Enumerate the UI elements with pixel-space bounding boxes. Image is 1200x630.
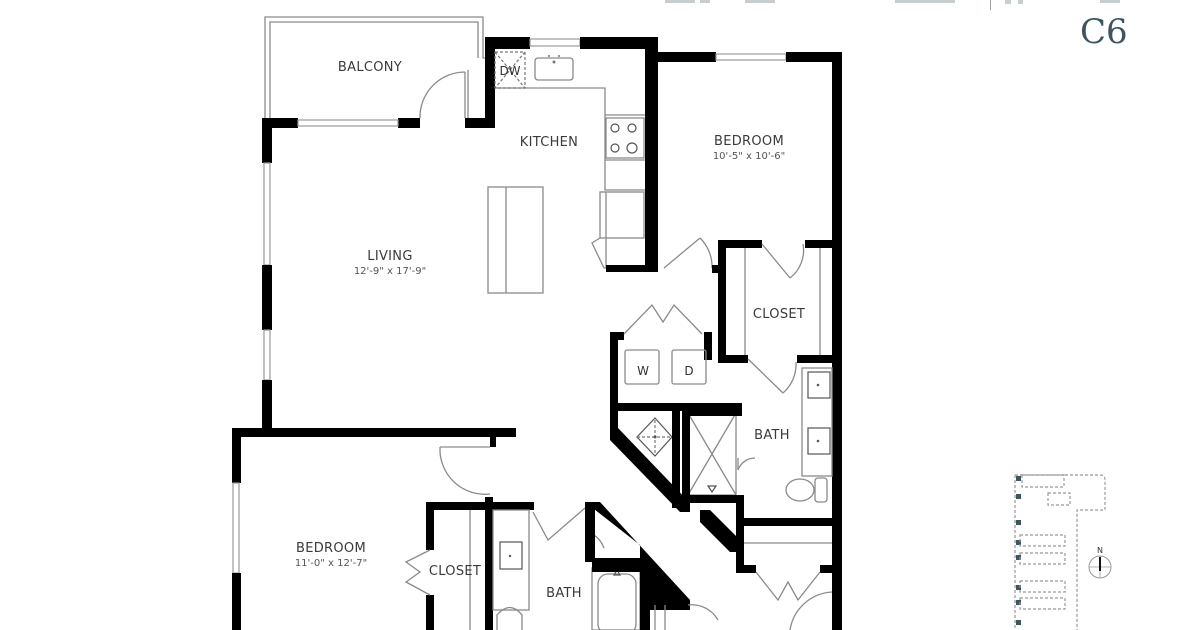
bedroom-1-room [663, 237, 842, 360]
balcony-label: BALCONY [338, 60, 402, 75]
stove-icon [605, 117, 645, 159]
living-label: LIVING [367, 249, 412, 264]
living-dimensions: 12'-9" x 17'-9" [354, 266, 426, 277]
hall-closet [700, 495, 834, 630]
compass-north-label: N [1097, 546, 1103, 555]
shower-icon [687, 412, 756, 496]
bath-1-label: BATH [754, 428, 790, 443]
header-text-fragment [665, 0, 1120, 4]
water-heater-icon [636, 417, 673, 457]
closet-1-label: CLOSET [753, 307, 805, 322]
closet-2-label: CLOSET [429, 564, 481, 579]
kitchen-sink-icon [534, 55, 574, 81]
washer-icon [624, 349, 660, 385]
kitchen-room [487, 51, 658, 294]
dryer-icon [671, 349, 707, 385]
bath-2-label: BATH [546, 586, 582, 601]
refrigerator-icon [591, 191, 645, 269]
bedroom-2-label: BEDROOM [296, 541, 366, 556]
kitchen-label: KITCHEN [520, 135, 578, 150]
exterior-walls [232, 37, 842, 630]
bedroom-1-label: BEDROOM [714, 134, 784, 149]
dryer-label: D [684, 364, 693, 378]
compass-icon: N [1088, 546, 1112, 579]
header-divider [990, 0, 991, 10]
bathtub-icon [591, 567, 641, 630]
toilet-icon [785, 477, 828, 503]
unit-code-label: C6 [1080, 12, 1128, 52]
washer-label: W [637, 364, 649, 378]
balcony-room [264, 16, 488, 119]
bedroom-2-area [404, 446, 719, 630]
laundry-area [610, 303, 742, 512]
bedroom-2-dimensions: 11'-0" x 12'-7" [295, 558, 367, 569]
dishwasher-label: DW [499, 64, 520, 78]
master-bath-area [682, 355, 842, 503]
key-plan: N [1014, 474, 1112, 630]
kitchen-island [487, 186, 544, 294]
bedroom-1-dimensions: 10'-5" x 10'-6" [713, 151, 785, 162]
dishwasher [494, 51, 526, 89]
